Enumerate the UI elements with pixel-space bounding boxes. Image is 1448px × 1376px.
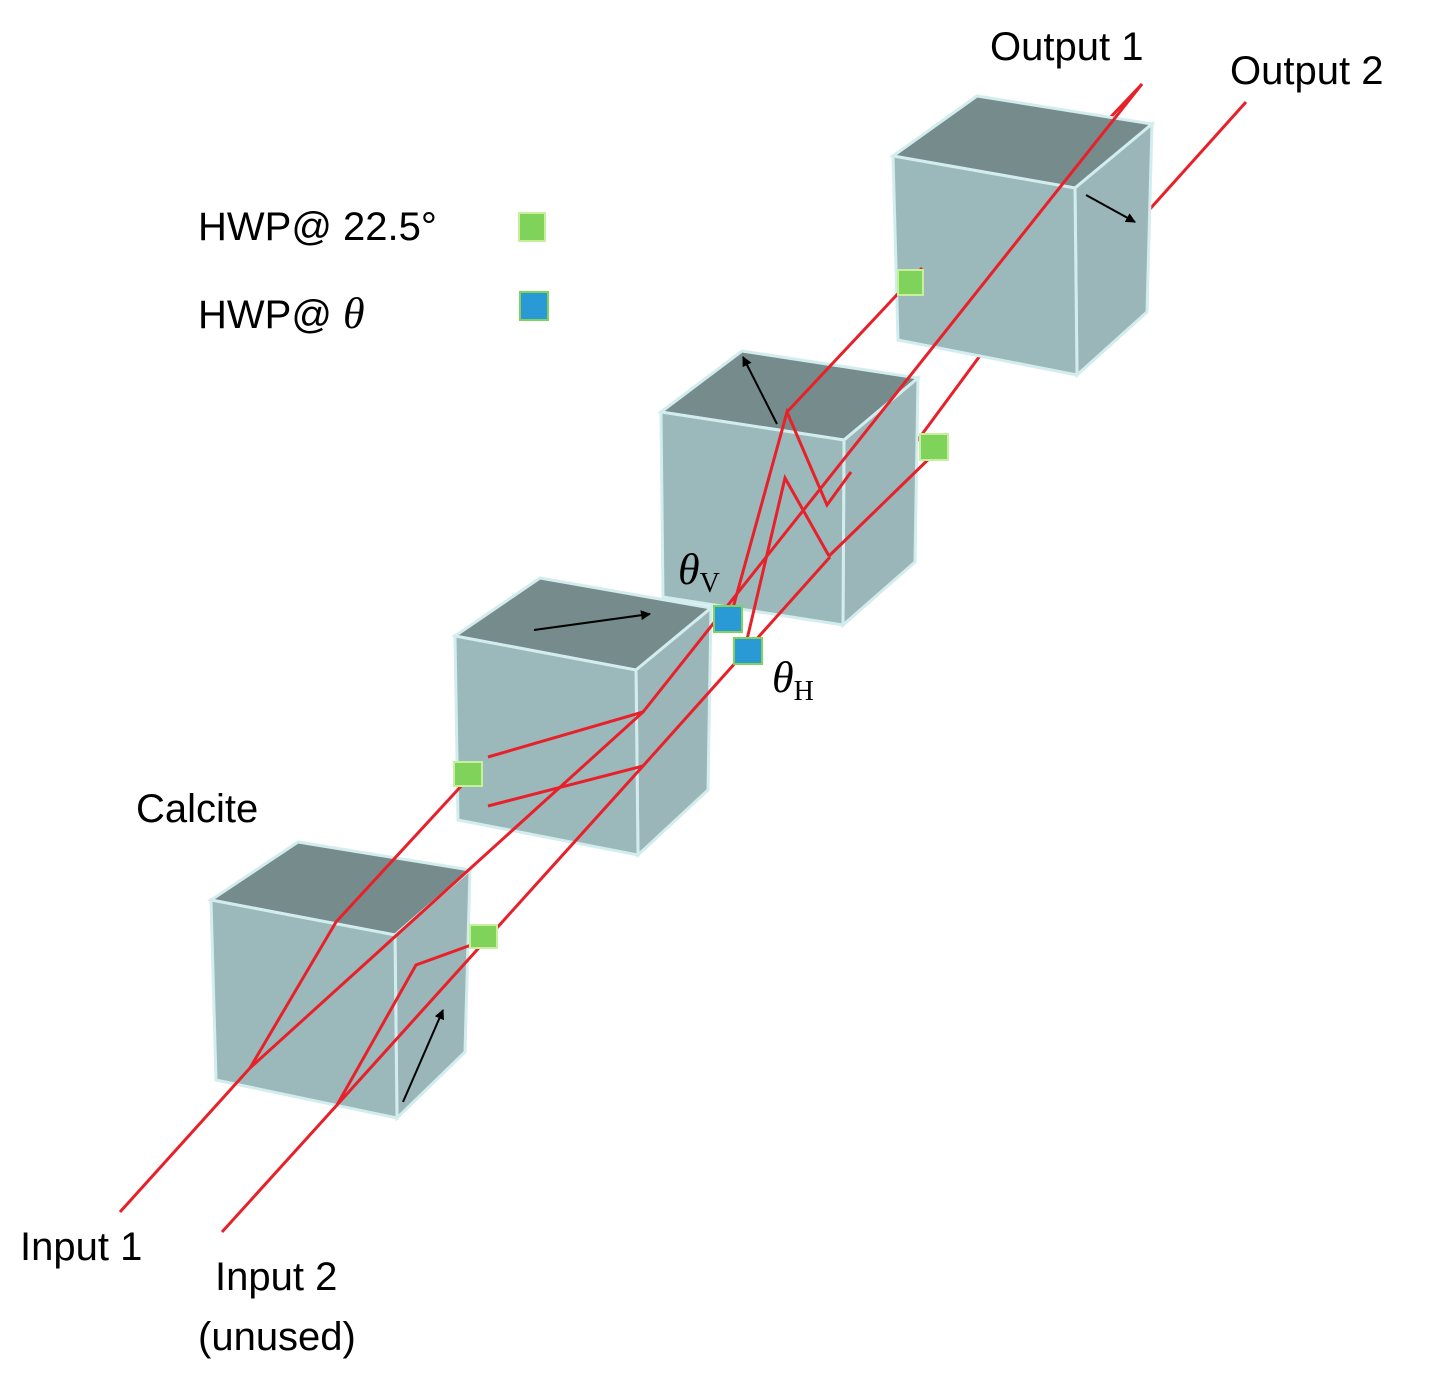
walkoff-arrow — [742, 356, 778, 425]
hwp-fixed-plate-3 — [897, 269, 924, 296]
calcite-cube-2 — [451, 576, 715, 859]
hwp-fixed-plates — [453, 212, 949, 949]
legend-hwp-fixed-label: HWP@ 22.5° — [198, 205, 437, 249]
output2-label: Output 2 — [1230, 49, 1383, 93]
input1-beam — [118, 781, 466, 1214]
hwp-fixed-plate-1 — [453, 761, 483, 787]
hwp-theta-h-plate — [733, 637, 763, 665]
input2-note: (unused) — [198, 1315, 356, 1359]
input1-walkoff-beam — [487, 710, 644, 759]
input2-beam — [220, 938, 486, 1234]
calcite-cube-4 — [889, 94, 1156, 379]
legend-hwp-theta-label: HWP@ θ — [198, 289, 365, 338]
theta-v-symbol: θ — [678, 545, 700, 594]
hwp-theta-plates — [519, 291, 763, 665]
input1-label: Input 1 — [20, 1225, 142, 1269]
theta-h-subscript: H — [794, 676, 814, 707]
middle-beam-b — [743, 473, 831, 649]
cube-front — [891, 154, 1079, 377]
middle-beam-a — [726, 407, 853, 627]
input2-label: Input 2 — [215, 1255, 337, 1299]
theta-h-label: θH — [772, 653, 814, 707]
cube-front — [453, 634, 640, 857]
theta-v-subscript: V — [700, 568, 720, 599]
theta-h-symbol: θ — [772, 653, 794, 702]
beam-paths-front — [118, 83, 1144, 1234]
walkoff-arrow — [533, 610, 651, 631]
hwp-fixed-plate-4 — [919, 433, 949, 461]
hwp-theta-v-plate — [713, 605, 743, 633]
hwp-fixed-icon — [518, 212, 546, 242]
legend-hwp-theta-prefix: HWP@ — [198, 293, 343, 337]
legend-hwp-theta-symbol: θ — [343, 289, 365, 338]
walkoff-arrow — [402, 1009, 444, 1103]
output2-lower-beam — [827, 448, 940, 558]
hwp-fixed-plate-2 — [469, 924, 498, 949]
calcite-cube-1 — [207, 840, 474, 1122]
walkoff-arrow — [1085, 194, 1136, 223]
input2-walkoff-beam — [487, 764, 644, 808]
theta-v-label: θV — [678, 545, 720, 599]
cube-front — [209, 898, 399, 1120]
calcite-label: Calcite — [136, 787, 258, 831]
hwp-theta-icon — [519, 291, 549, 321]
output1-label: Output 1 — [990, 25, 1143, 69]
